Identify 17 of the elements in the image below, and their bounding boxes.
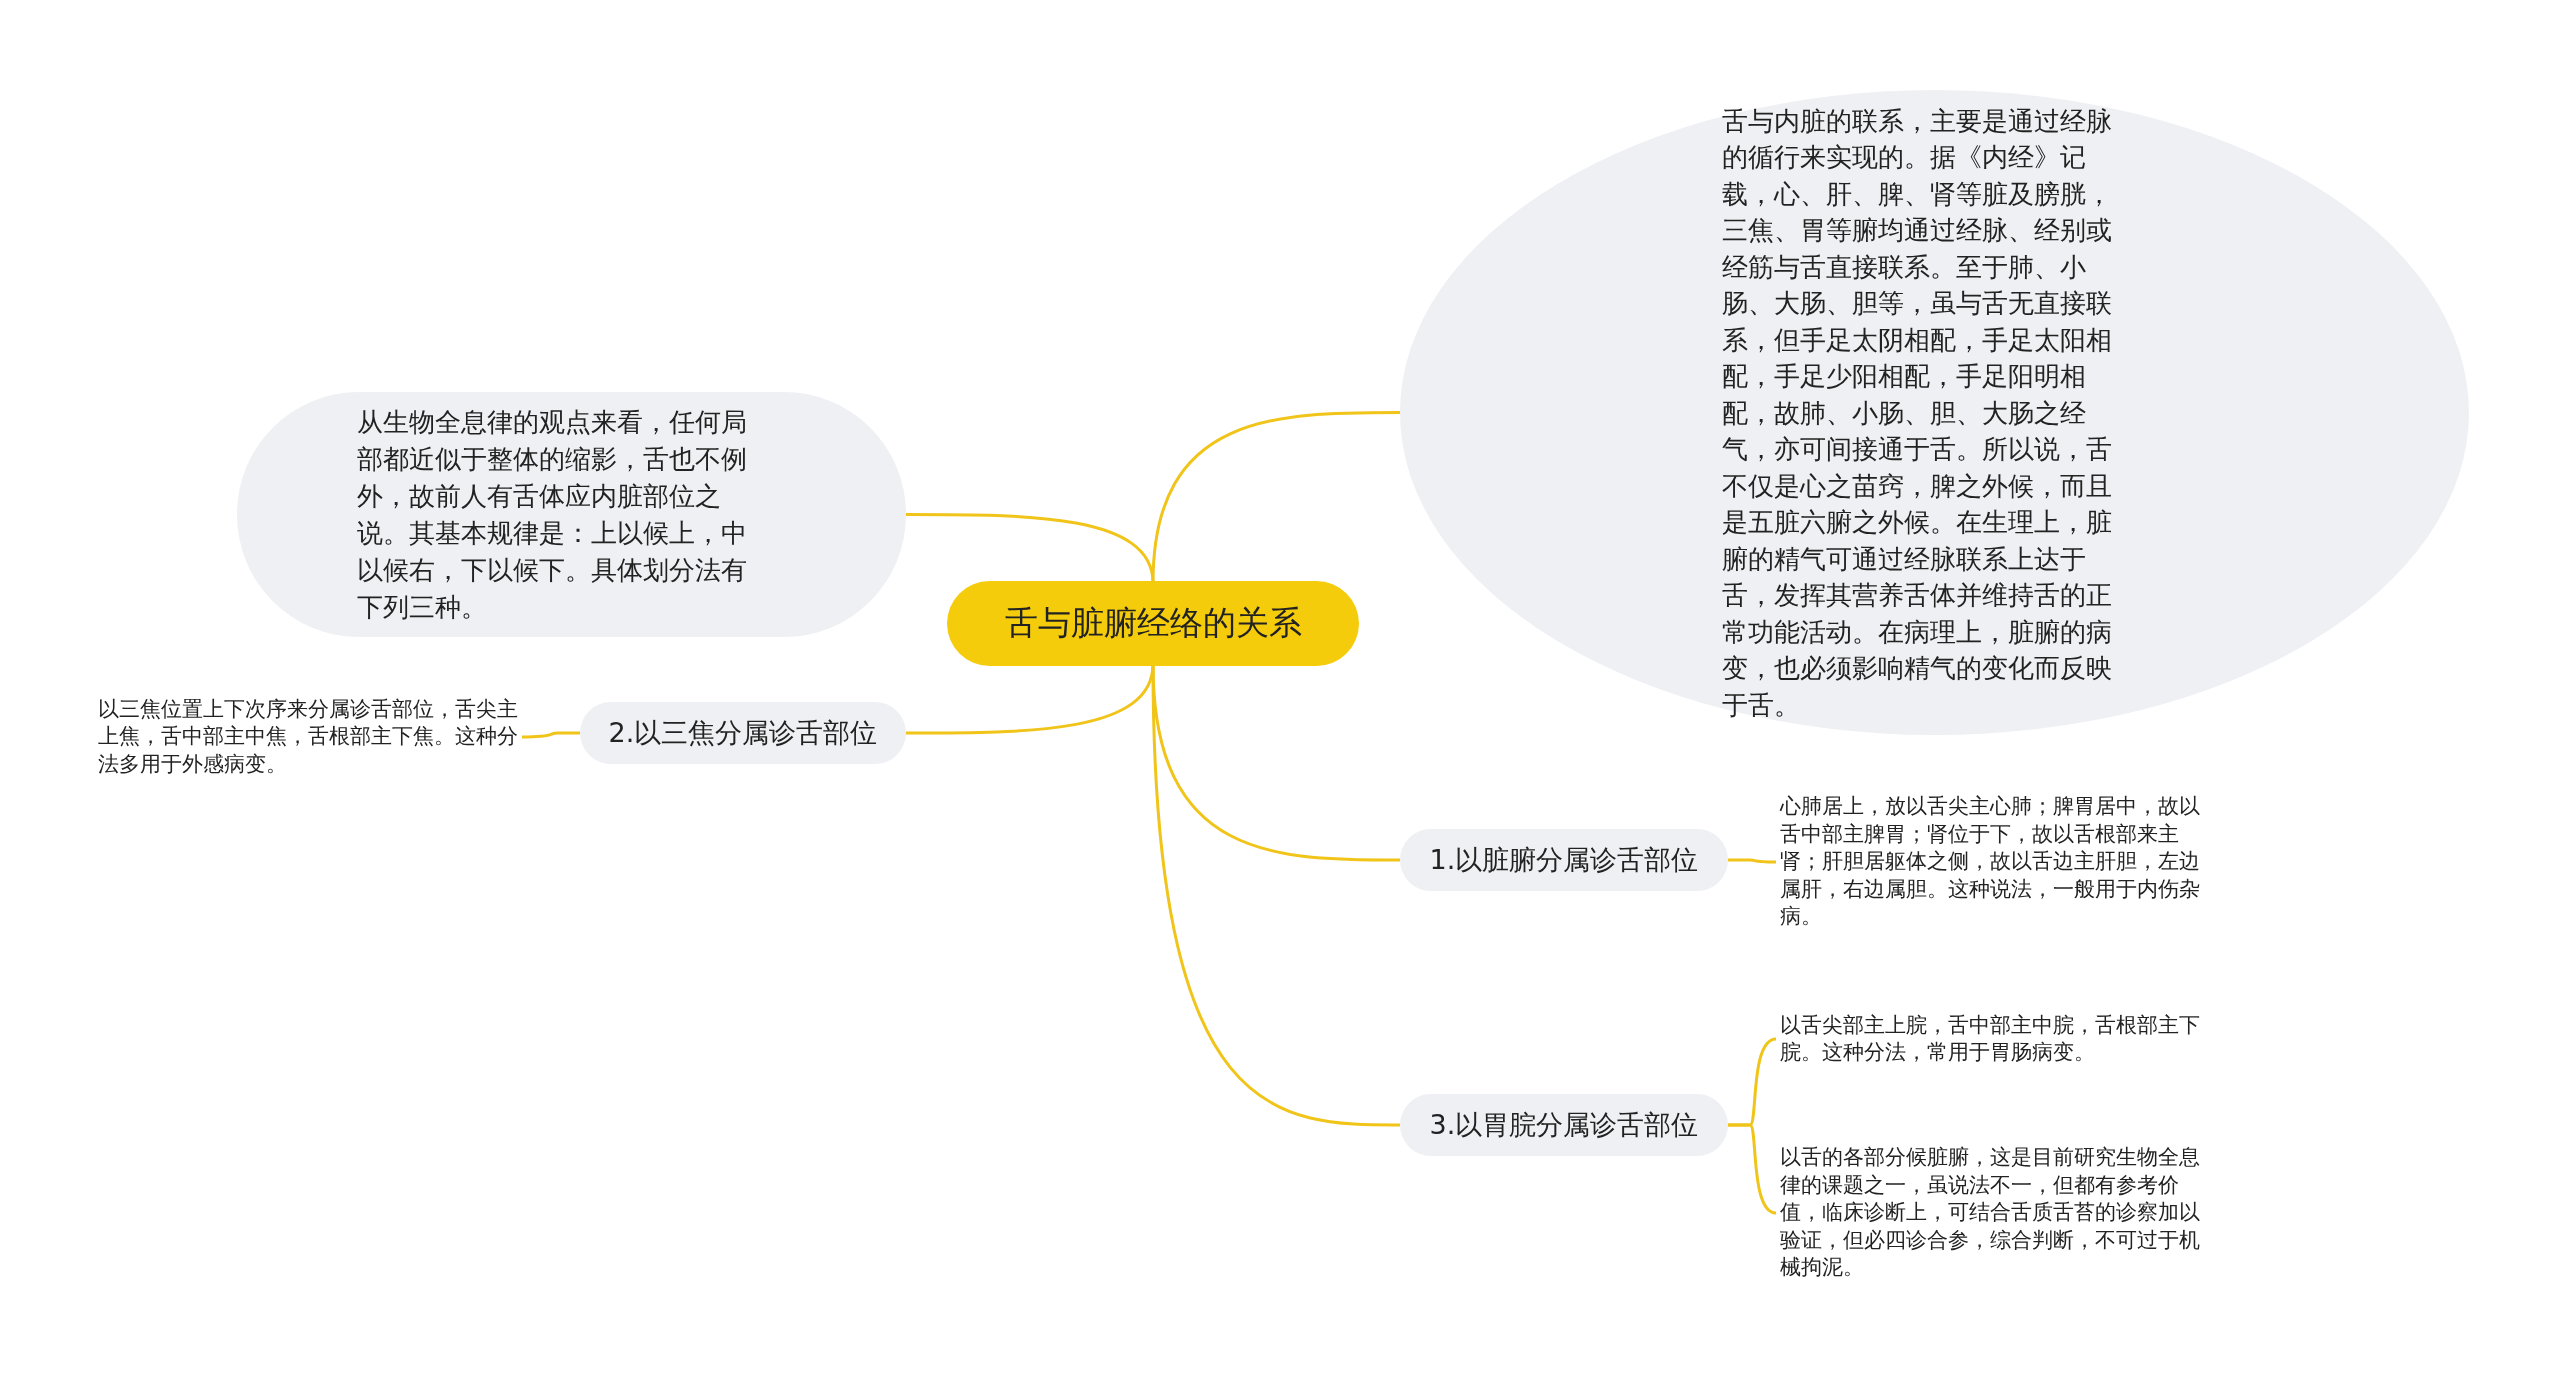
note-text: 心肺居上，放以舌尖主心肺；脾胃居中，故以舌中部主脾胃；肾位于下，故以舌根部来主肾；肝胆居躯体之侧，故以舌边主肝胆，左边属肝，右边属胆。这种说法，一般用于内伤杂病。 xyxy=(1780,792,2200,932)
connector-line xyxy=(1728,858,1776,864)
connector-line xyxy=(1728,1123,1777,1215)
connector-line xyxy=(1151,411,1400,584)
connector-line xyxy=(522,731,580,739)
note-text: 以舌的各部分候脏腑，这是目前研究生物全息律的课题之一，虽说法不一，但都有参考价值，临床诊断上，可结合舌质舌苔的诊察加以验证，但必四诊合参，综合判断，不可过于机械拘泥。 xyxy=(1780,1143,2200,1283)
branch-topic: 3.以胃脘分属诊舌部位 xyxy=(1400,1094,1728,1156)
topic-text: 从生物全息律的观点来看，任何局部都近似于整体的缩影，舌也不例外，故前人有舌体应内脏部位之说。其基本规律是：上以候上，中以候右，下以候下。具体划分法有下列三种。 xyxy=(357,405,748,624)
branch-topic: 1.以脏腑分属诊舌部位 xyxy=(1400,829,1728,891)
connector-line xyxy=(1151,663,1400,1127)
note-text: 以舌尖部主上脘，舌中部主中脘，舌根部主下脘。这种分法，常用于胃肠病变。 xyxy=(1780,996,2200,1082)
connector-line xyxy=(906,513,1155,584)
branch-topic: 2.以三焦分属诊舌部位 xyxy=(580,702,906,764)
note-text: 以三焦位置上下次序来分属诊舌部位，舌尖主上焦，舌中部主中焦，舌根部主下焦。这种分法多用于外感病变。 xyxy=(98,694,518,780)
connector-line xyxy=(906,663,1155,735)
central-topic: 舌与脏腑经络的关系 xyxy=(947,581,1359,666)
topic-text: 舌与内脏的联系，主要是通过经脉的循行来实现的。据《内经》记载，心、肝、脾、肾等脏及膀胱，三焦、胃等腑均通过经脉、经别或经筋与舌直接联系。至于肺、小肠、大肠、胆等，虽与舌无直接联系，但手足太阴相配，手足太阳相配，手足少阳相配，手足阳明相配，故肺、小肠、胆、大肠之经气，亦可间接通于舌。所以说，舌不仅是心之苗窍，脾之外候，而且是五脏六腑之外候。在生理上，脏腑的精气可通过经脉联系上达于舌，发挥其营养舌体并维持舌的正常功能活动。在病理上，脏腑的病变，也必须影响精气的变化而反映于舌。 xyxy=(1722,104,2113,722)
